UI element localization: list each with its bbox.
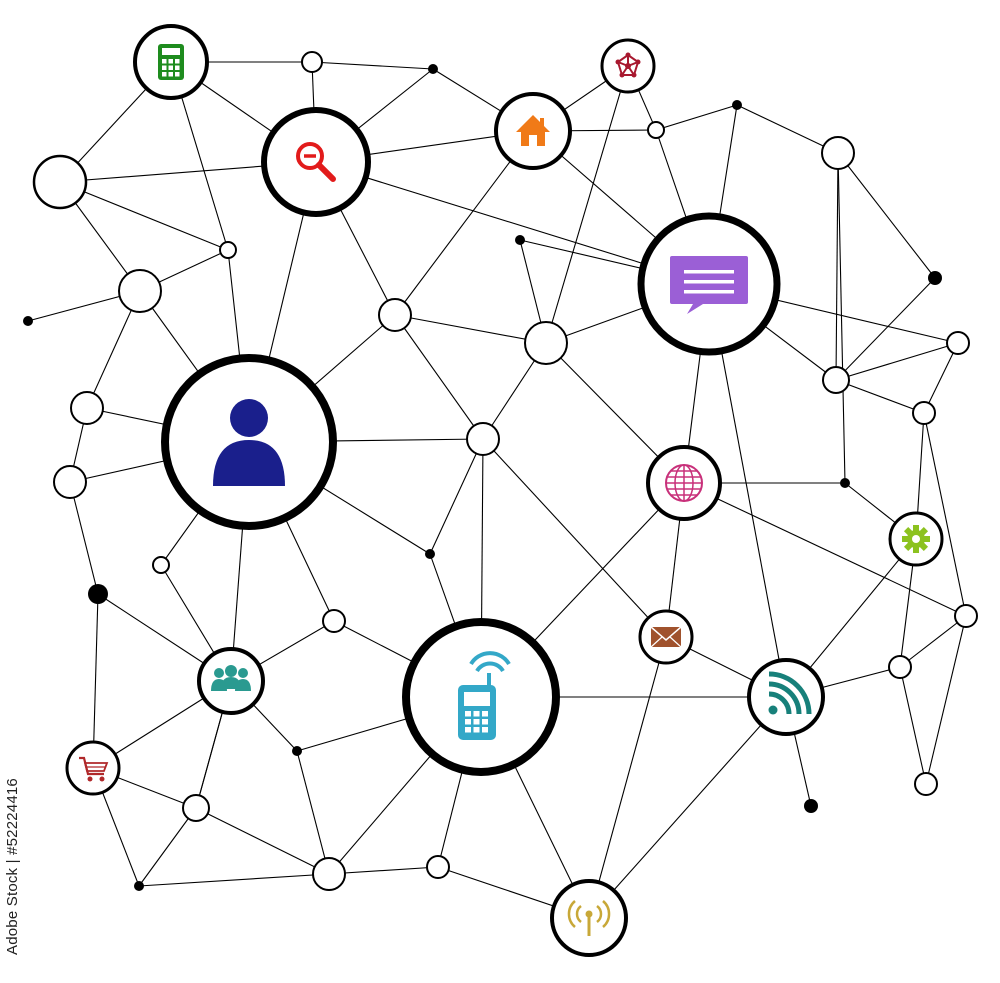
network-node	[946, 331, 970, 355]
node-icons	[79, 44, 930, 936]
connection-line	[482, 438, 667, 638]
connection-line	[59, 181, 229, 251]
network-node	[524, 321, 568, 365]
connection-line	[328, 866, 439, 875]
connection-line	[588, 696, 787, 919]
search-zoom-out-icon	[296, 142, 336, 182]
connection-line	[899, 615, 967, 668]
connection-line	[655, 104, 738, 131]
junction-dot	[928, 271, 942, 285]
network-node	[822, 366, 850, 394]
network-node	[32, 154, 88, 210]
icon-node-ring	[747, 658, 825, 736]
home-icon	[516, 115, 550, 146]
mobile-phone-icon	[458, 651, 511, 740]
network-node	[954, 604, 978, 628]
junction-dot	[804, 799, 818, 813]
connection-line	[925, 615, 967, 785]
globe-icon	[665, 464, 703, 502]
network-node	[152, 556, 170, 574]
network-node	[647, 121, 665, 139]
icon-node-ring	[261, 107, 371, 217]
connection-line	[311, 61, 434, 70]
junction-dot	[428, 64, 438, 74]
connection-line	[899, 666, 927, 785]
connection-line	[545, 65, 629, 344]
gear-icon	[902, 525, 930, 553]
connection-lines	[27, 61, 967, 919]
connection-line	[923, 412, 967, 617]
connection-line	[835, 379, 925, 414]
network-node	[322, 609, 346, 633]
antenna-broadcast-icon	[567, 900, 611, 936]
connection-line	[835, 277, 936, 381]
network-node	[378, 298, 412, 332]
connection-line	[138, 807, 197, 887]
junction-dot	[515, 235, 525, 245]
network-node	[466, 422, 500, 456]
rss-feed-icon	[768, 671, 812, 715]
network-node	[312, 857, 346, 891]
connection-line	[837, 152, 846, 484]
connection-line	[835, 152, 839, 381]
chat-bubble-icon	[670, 256, 748, 314]
icon-node-ring	[65, 740, 121, 796]
junction-dot	[732, 100, 742, 110]
junction-dot	[88, 584, 108, 604]
network-node	[914, 772, 938, 796]
connection-line	[195, 807, 330, 875]
connection-line	[69, 481, 99, 595]
network-node	[219, 241, 237, 259]
connection-line	[736, 104, 839, 154]
stock-id-label: Adobe Stock | #52224416	[4, 778, 21, 955]
network-icon	[615, 52, 641, 78]
connection-line	[394, 314, 484, 440]
network-node	[821, 136, 855, 170]
network-node	[426, 855, 450, 879]
connection-line	[394, 314, 547, 344]
user-icon	[213, 399, 285, 486]
shopping-cart-icon	[79, 756, 109, 782]
envelope-icon	[650, 626, 682, 648]
network-node	[182, 794, 210, 822]
network-nodes	[23, 24, 978, 957]
junction-dot	[425, 549, 435, 559]
junction-dot	[840, 478, 850, 488]
group-users-icon	[211, 665, 251, 691]
calculator-icon	[158, 44, 184, 80]
connection-line	[837, 152, 936, 279]
connection-line	[923, 342, 959, 414]
junction-dot	[292, 746, 302, 756]
network-node	[912, 401, 936, 425]
connection-line	[683, 482, 967, 617]
network-node	[118, 269, 162, 313]
connection-line	[588, 636, 667, 919]
network-node	[70, 391, 104, 425]
network-node	[888, 655, 912, 679]
connection-line	[835, 342, 959, 381]
junction-dot	[23, 316, 33, 326]
connection-line	[92, 593, 99, 769]
connection-line	[138, 873, 330, 887]
junction-dot	[134, 881, 144, 891]
connection-line	[296, 750, 330, 875]
network-node	[301, 51, 323, 73]
network-node	[53, 465, 87, 499]
connection-line	[429, 438, 484, 555]
